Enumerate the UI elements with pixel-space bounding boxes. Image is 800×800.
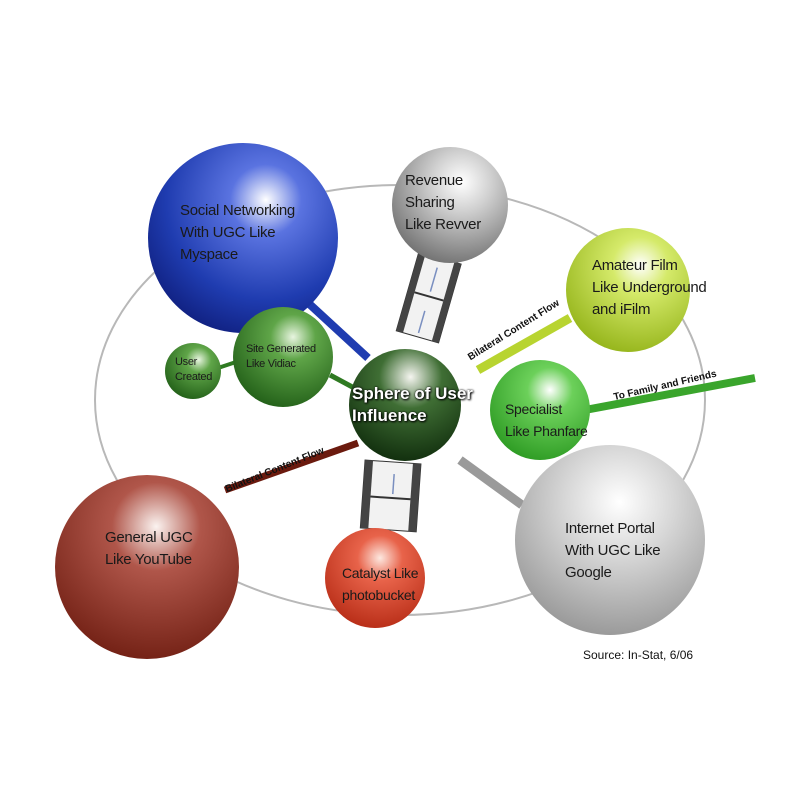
connector-family (584, 374, 756, 414)
bubble-revenue-sharing (392, 147, 508, 263)
label-catalyst: Catalyst Like photobucket (342, 562, 419, 606)
label-amateur-film: Amateur Film Like Underground and iFilm (592, 255, 707, 321)
label-line: Like Revver (405, 216, 481, 233)
label-line: User (175, 356, 198, 368)
label-line: Revenue (405, 172, 463, 189)
bubble-internet-portal (515, 445, 705, 635)
label-line: Catalyst Like (342, 565, 419, 581)
connector-portal (457, 456, 525, 509)
label-line: Specialist (505, 401, 562, 417)
connector-user (217, 360, 237, 370)
film-strip-icon (395, 251, 462, 344)
connector-social (302, 297, 371, 361)
label-line: With UGC Like (180, 224, 276, 241)
label-sphere-of-user-influence: Sphere of User Influence (352, 383, 473, 427)
bubble-site-generated (233, 307, 333, 407)
label-line: Like Phanfare (505, 423, 588, 439)
bubble-amateur-film (566, 228, 690, 352)
label-line: Myspace (180, 246, 238, 263)
connector-amateur (475, 314, 573, 374)
label-line: Google (565, 564, 612, 581)
label-internet-portal: Internet Portal With UGC Like Google (565, 518, 661, 584)
label-line: General UGC (105, 529, 193, 546)
label-line: Like Vidiac (246, 358, 296, 370)
label-user-created: User Created (175, 355, 212, 385)
label-line: Like Underground (592, 279, 707, 296)
label-line: Amateur Film (592, 257, 678, 274)
bubble-catalyst (325, 528, 425, 628)
label-line: and iFilm (592, 301, 651, 318)
label-social-networking: Social Networking With UGC Like Myspace (180, 200, 295, 266)
label-line: Sharing (405, 194, 455, 211)
label-line: With UGC Like (565, 542, 661, 559)
label-general-ugc: General UGC Like YouTube (105, 527, 193, 571)
label-revenue-sharing: Revenue Sharing Like Revver (405, 170, 481, 236)
label-specialist: Specialist Like Phanfare (505, 398, 588, 442)
label-line: Internet Portal (565, 520, 655, 537)
label-line: Site Generated (246, 343, 316, 355)
film-strip-icon (359, 459, 422, 533)
bubble-user-created (165, 343, 221, 399)
label-line: Sphere of User (352, 384, 473, 403)
label-line: Like YouTube (105, 551, 192, 568)
source-citation: Source: In-Stat, 6/06 (583, 648, 694, 662)
label-line: photobucket (342, 587, 415, 603)
bubble-general-ugc (55, 475, 239, 659)
bubble-sphere-of-user-influence (349, 349, 461, 461)
label-line: Created (175, 371, 213, 383)
label-line: Influence (352, 406, 427, 425)
connector-general (223, 439, 360, 494)
bubble-specialist (490, 360, 590, 460)
bubble-social-networking (148, 143, 338, 333)
label-line: Social Networking (180, 202, 295, 219)
label-site-generated: Site Generated Like Vidiac (246, 342, 316, 372)
